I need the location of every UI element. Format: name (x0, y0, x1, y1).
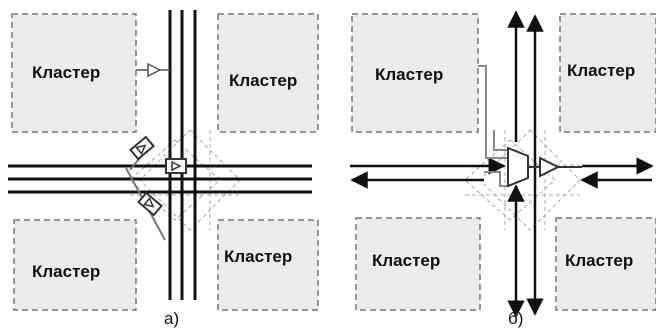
cluster-label: Кластер (372, 251, 440, 270)
cluster-a-top-left (11, 13, 137, 133)
multiplexer-icon (507, 146, 540, 188)
cluster-label: Кластер (567, 61, 635, 80)
buffer-icon (147, 62, 170, 78)
cluster-a-top-right (217, 13, 319, 133)
horizontal-wires-a (8, 164, 312, 194)
cluster-label: Кластер (32, 262, 100, 281)
cluster-label: Кластер (224, 247, 292, 266)
vertical-wires-b (507, 10, 544, 318)
cluster-b-top-left (351, 13, 479, 133)
switch-buffer-icon (137, 191, 163, 217)
cluster-b-bottom-right (555, 217, 656, 311)
horizontal-wires-b (350, 157, 654, 189)
cluster-label: Кластер (565, 251, 633, 270)
panel-a: Кластер Кластер Кластер Кластер а) (8, 10, 319, 328)
caption-a: а) (164, 309, 179, 328)
caption-b: б) (508, 309, 523, 328)
vertical-wires-a (168, 10, 197, 300)
cluster-label: Кластер (375, 65, 443, 84)
cluster-label: Кластер (229, 71, 297, 90)
cluster-b-bottom-left (355, 217, 481, 311)
cluster-b-top-right (559, 13, 656, 133)
buffer-icon (539, 156, 582, 178)
switch-buffer-icon (165, 158, 187, 174)
cluster-label: Кластер (32, 63, 100, 82)
cluster-a-bottom-left (13, 219, 137, 311)
panel-b: Кластер Кластер Кластер Кластер б) (350, 10, 656, 328)
cluster-a-bottom-right (217, 219, 319, 311)
connection-lines-b (478, 65, 508, 187)
switch-buffer-icon (129, 135, 155, 161)
